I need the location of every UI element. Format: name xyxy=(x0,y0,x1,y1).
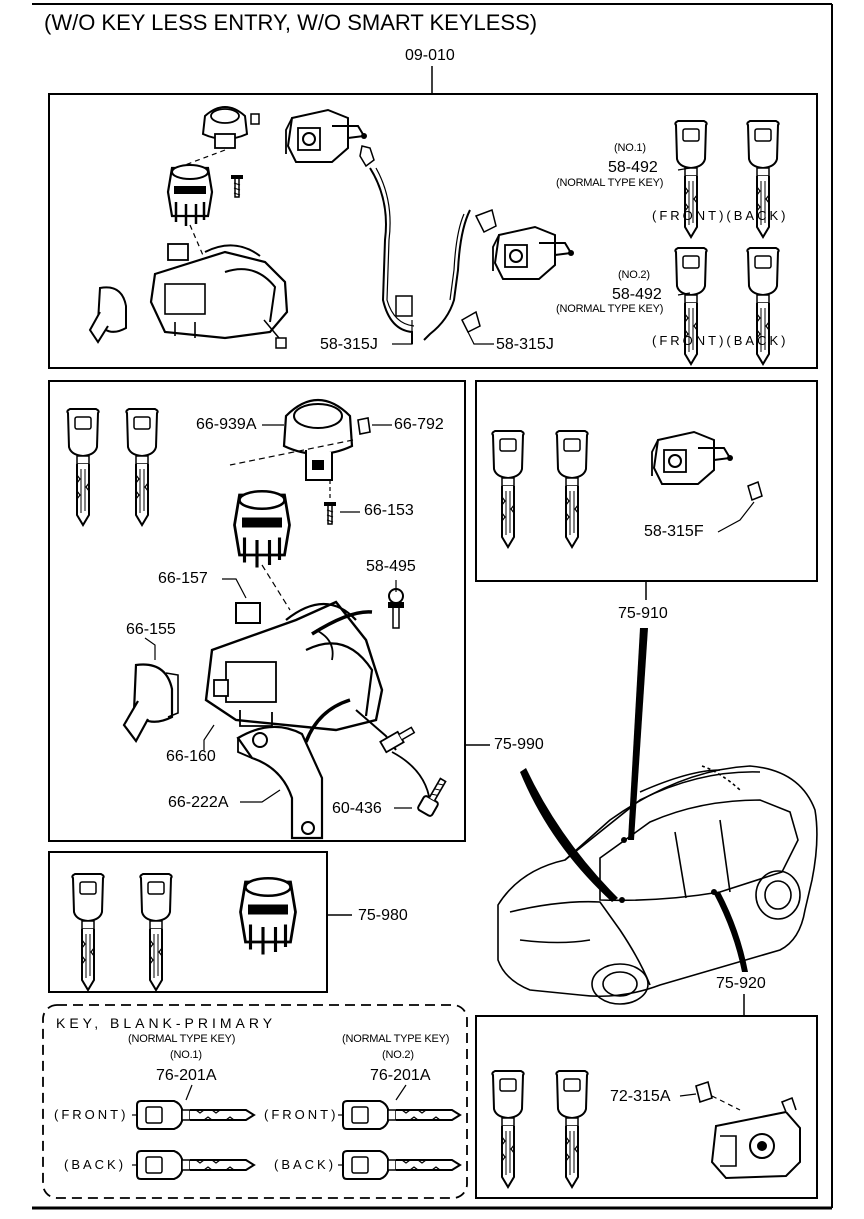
blank-key2-part: 76-201A xyxy=(370,1067,431,1084)
label-66-222A: 66-222A xyxy=(168,794,229,811)
blank-key1-type: (NORMAL TYPE KEY) xyxy=(128,1033,236,1045)
blank-key2-front: (FRONT) xyxy=(264,1107,339,1122)
label-key2-no: (NO.2) xyxy=(618,269,650,281)
blank-key1-back: (BACK) xyxy=(64,1157,127,1172)
label-66-792: 66-792 xyxy=(394,416,444,433)
label-72-315A: 72-315A xyxy=(610,1088,671,1105)
blank-key1-no: (NO.1) xyxy=(170,1049,202,1061)
blank-keys-heading: KEY, BLANK-PRIMARY xyxy=(56,1015,277,1031)
label-58-495: 58-495 xyxy=(366,558,416,575)
label-key1-no: (NO.1) xyxy=(614,142,646,154)
label-rod-left: 58-315J xyxy=(320,336,378,353)
blank-key2-no: (NO.2) xyxy=(382,1049,414,1061)
label-assembly-top: 09-010 xyxy=(405,47,455,64)
label-key2-sides: (FRONT)(BACK) xyxy=(652,333,789,348)
label-key2-type: (NORMAL TYPE KEY) xyxy=(556,303,664,315)
label-key2-part: 58-492 xyxy=(612,286,662,303)
blank-key1-front: (FRONT) xyxy=(54,1107,129,1122)
blank-key2-type: (NORMAL TYPE KEY) xyxy=(342,1033,450,1045)
label-key1-sides: (FRONT)(BACK) xyxy=(652,208,789,223)
label-rod-right: 58-315J xyxy=(496,336,554,353)
label-66-160: 66-160 xyxy=(166,748,216,765)
blank-key2-back: (BACK) xyxy=(274,1157,337,1172)
diagram-title: (W/O KEY LESS ENTRY, W/O SMART KEYLESS) xyxy=(44,10,538,35)
label-66-155: 66-155 xyxy=(126,621,176,638)
label-assembly-75-910: 75-910 xyxy=(618,605,668,622)
label-assembly-75-980: 75-980 xyxy=(358,907,408,924)
label-assembly-75-990: 75-990 xyxy=(494,736,544,753)
label-66-153: 66-153 xyxy=(364,502,414,519)
label-60-436: 60-436 xyxy=(332,800,382,817)
label-58-315F: 58-315F xyxy=(644,523,704,540)
label-assembly-75-920: 75-920 xyxy=(716,975,766,992)
blank-key1-part: 76-201A xyxy=(156,1067,217,1084)
label-66-939A: 66-939A xyxy=(196,416,257,433)
label-66-157: 66-157 xyxy=(158,570,208,587)
label-key1-type: (NORMAL TYPE KEY) xyxy=(556,177,664,189)
label-key1-part: 58-492 xyxy=(608,159,658,176)
